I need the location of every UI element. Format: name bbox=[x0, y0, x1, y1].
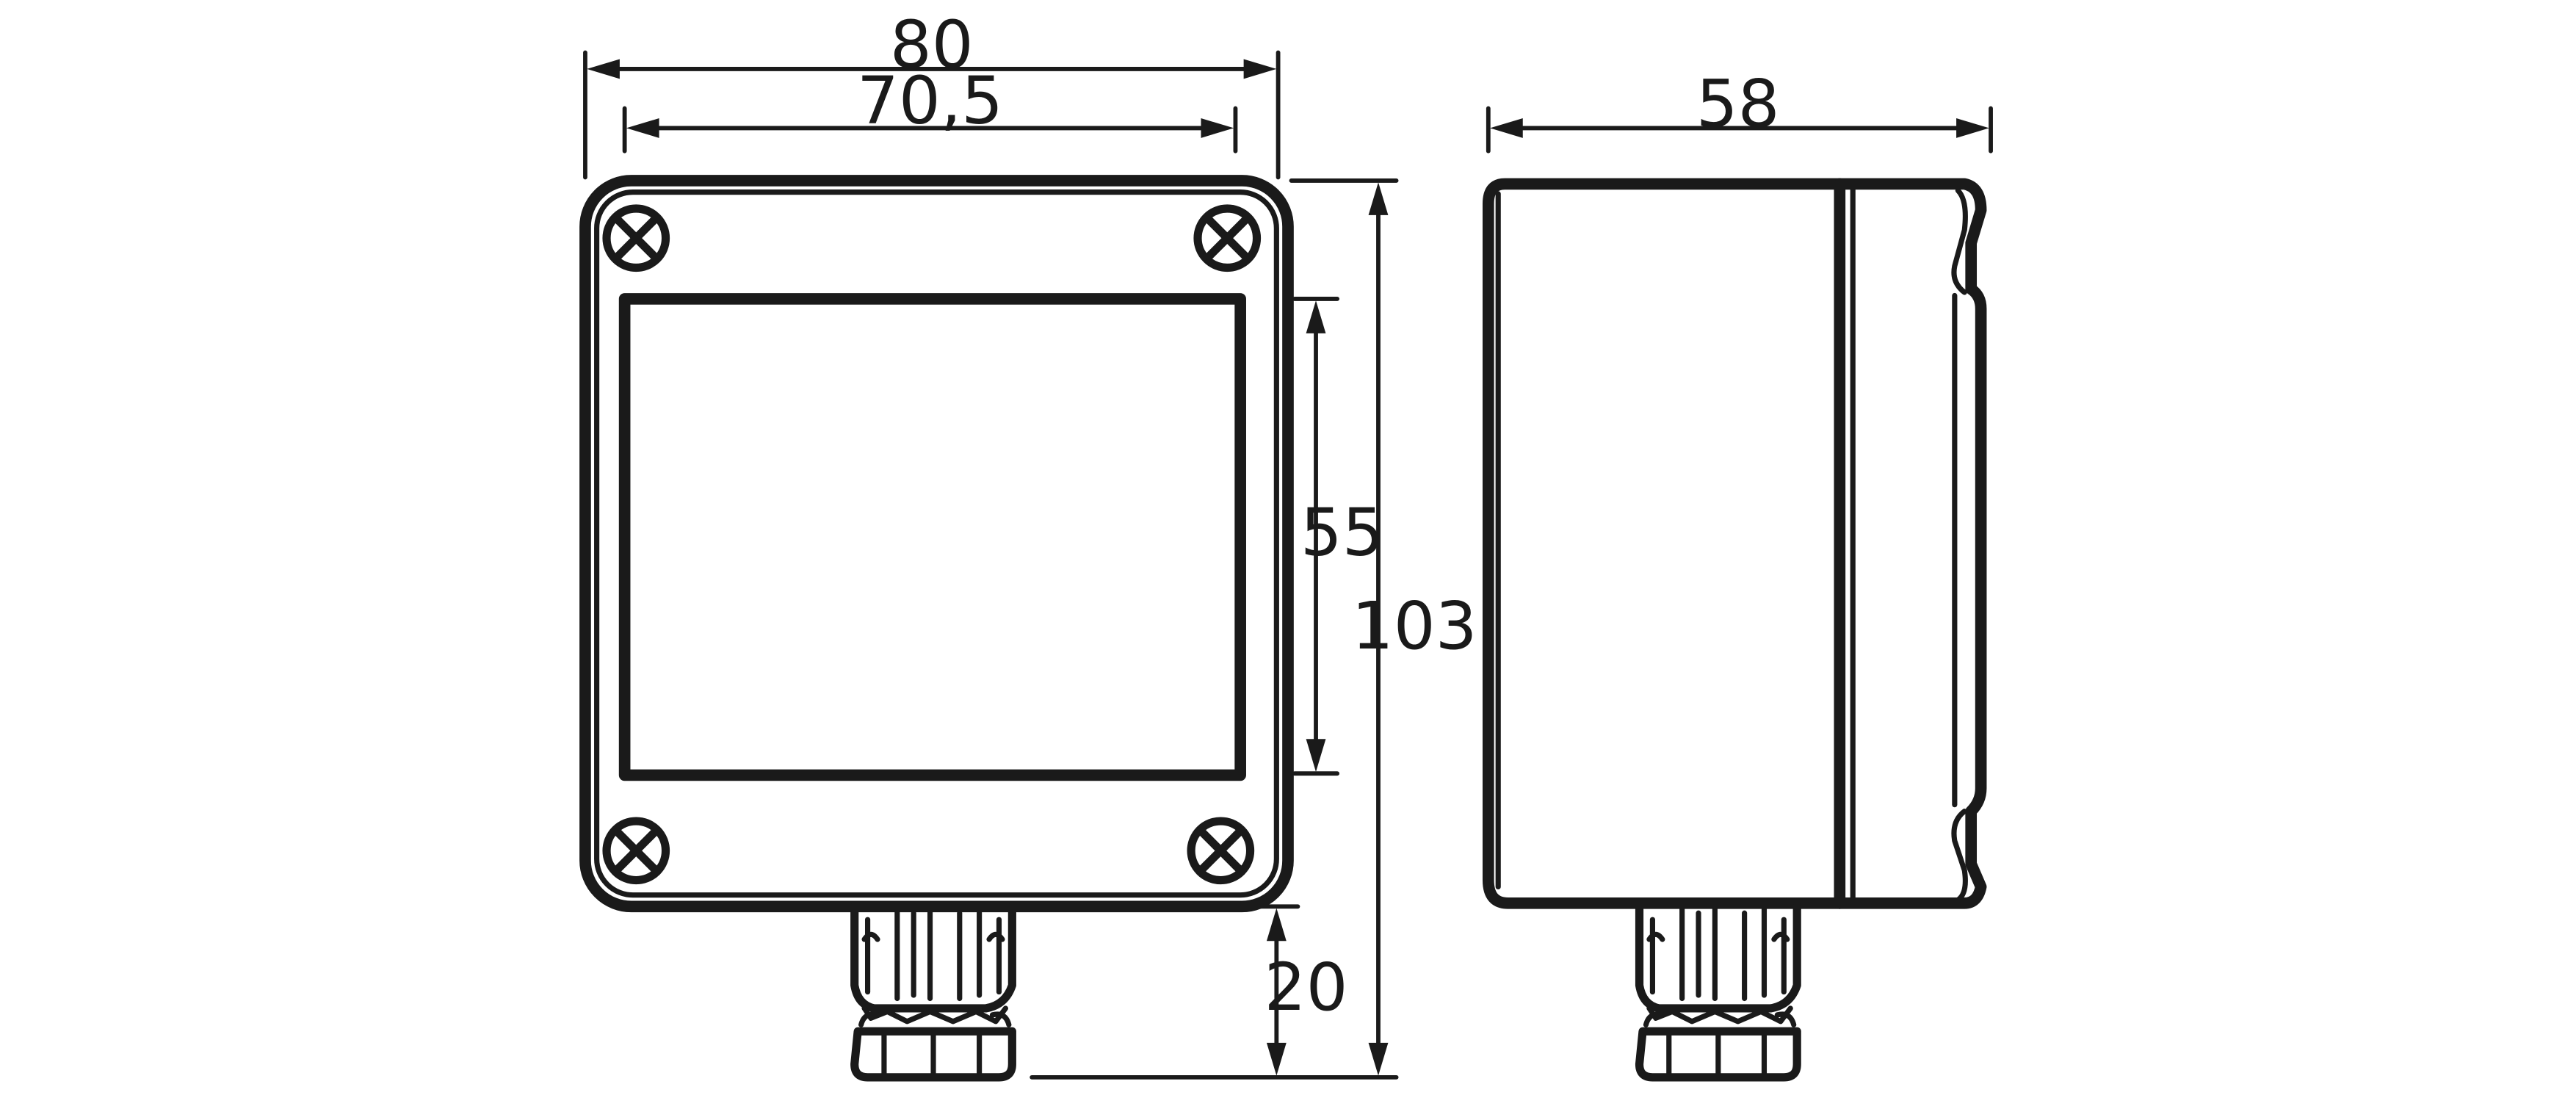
dim-label-58: 58 bbox=[1696, 66, 1780, 142]
cable-gland-front bbox=[850, 902, 1016, 1082]
front-enclosure-outer bbox=[579, 175, 1294, 913]
side-lid bbox=[1834, 178, 1987, 909]
front-view bbox=[579, 175, 1294, 1082]
front-window bbox=[618, 293, 1246, 781]
screw-icon bbox=[602, 817, 670, 885]
screw-icon bbox=[1187, 817, 1255, 885]
dim-label-103: 103 bbox=[1352, 588, 1477, 665]
front-enclosure-inner bbox=[594, 189, 1279, 898]
screw-icon bbox=[602, 204, 670, 272]
side-base bbox=[1482, 178, 1846, 909]
dimension-80: 80 bbox=[583, 7, 1281, 180]
dimension-58: 58 bbox=[1486, 66, 1993, 153]
dimension-70-5: 70,5 bbox=[622, 63, 1238, 153]
dimension-103: 103 bbox=[1030, 178, 1477, 1080]
dim-label-70-5: 70,5 bbox=[857, 63, 1003, 140]
dimension-55: 55 bbox=[1292, 297, 1384, 776]
dim-label-20: 20 bbox=[1265, 950, 1348, 1026]
dim-label-55: 55 bbox=[1300, 495, 1384, 571]
dimension-20: 20 bbox=[1253, 904, 1348, 1076]
side-view bbox=[1482, 178, 1987, 1082]
cable-gland-side bbox=[1635, 902, 1801, 1082]
dim-label-80: 80 bbox=[890, 7, 974, 83]
screw-icon bbox=[1193, 204, 1262, 272]
